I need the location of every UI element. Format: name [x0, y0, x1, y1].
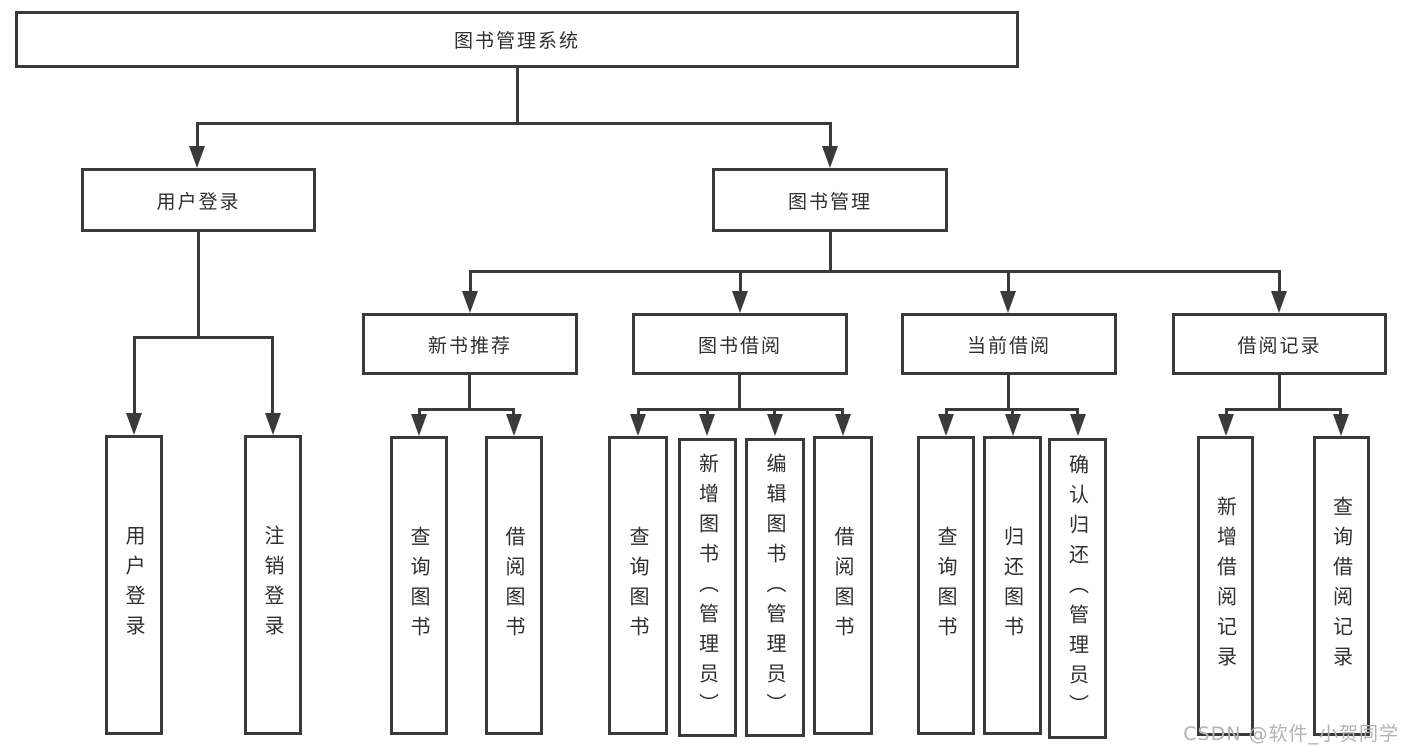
leaf-user-login: 用户登录	[105, 435, 163, 735]
leaf-return-books-label: 归还图书	[1000, 525, 1025, 646]
node-root: 图书管理系统	[15, 11, 1019, 68]
node-user-login: 用户登录	[81, 168, 316, 232]
leaf-borrow-books: 借阅图书	[813, 436, 873, 735]
node-book-management: 图书管理	[712, 168, 948, 232]
node-new-book-recommend-label: 新书推荐	[427, 334, 512, 357]
node-root-label: 图书管理系统	[453, 30, 580, 52]
leaf-add-borrow-record-label: 新增借阅记录	[1213, 496, 1238, 676]
leaf-query-borrow-record-label: 查询借阅记录	[1329, 496, 1354, 676]
connector-user-login-bar	[133, 336, 274, 339]
arrow-down-icon	[835, 414, 851, 436]
leaf-add-books-admin: 新增图书（管理员）	[678, 438, 737, 737]
leaf-user-login-label: 用户登录	[122, 525, 146, 645]
leaf-query-books-recommend-label: 查询图书	[407, 525, 431, 646]
arrow-down-icon	[462, 291, 478, 313]
leaf-query-books-current: 查询图书	[917, 436, 975, 735]
connector-records-bar	[1225, 408, 1342, 411]
leaf-logout-label: 注销登录	[261, 525, 285, 645]
leaf-edit-books-admin: 编辑图书（管理员）	[745, 438, 805, 737]
arrow-down-icon	[699, 414, 715, 436]
connector-book-mgmt-drop-2	[739, 270, 742, 295]
arrow-down-icon	[411, 414, 427, 436]
leaf-confirm-return-admin: 确认归还（管理员）	[1048, 438, 1107, 739]
connector-borrow-stem	[738, 375, 741, 408]
arrow-down-icon	[1000, 291, 1016, 313]
connector-new-book-bar	[418, 408, 515, 411]
connector-borrow-bar	[637, 408, 844, 411]
node-book-borrow: 图书借阅	[632, 313, 848, 375]
connector-user-login-stem	[197, 232, 200, 336]
arrow-down-icon	[506, 414, 522, 436]
arrow-down-icon	[265, 413, 281, 435]
node-book-management-label: 图书管理	[787, 190, 872, 213]
connector-root-bar	[196, 122, 832, 125]
arrow-down-icon	[767, 414, 783, 436]
arrow-down-icon	[126, 413, 142, 435]
connector-user-login-drop-1	[133, 336, 136, 417]
leaf-query-borrow-record: 查询借阅记录	[1313, 436, 1370, 736]
leaf-query-books-current-label: 查询图书	[934, 525, 958, 646]
leaf-query-books-borrow: 查询图书	[608, 436, 668, 735]
leaf-borrow-books-recommend: 借阅图书	[485, 436, 543, 735]
connector-borrow-drop-2	[706, 408, 709, 416]
connector-root-stem	[516, 68, 519, 122]
connector-borrow-drop-3	[773, 408, 776, 416]
leaf-add-books-admin-label: 新增图书（管理员）	[695, 452, 720, 723]
connector-current-stem	[1007, 375, 1010, 408]
leaf-query-books-borrow-label: 查询图书	[626, 525, 650, 646]
connector-current-drop-1	[945, 408, 948, 416]
connector-current-drop-2	[1011, 408, 1014, 416]
node-borrow-records: 借阅记录	[1172, 313, 1387, 375]
leaf-borrow-books-label: 借阅图书	[831, 525, 855, 646]
arrow-down-icon	[630, 414, 646, 436]
leaf-query-books-recommend: 查询图书	[390, 436, 448, 735]
connector-records-stem	[1278, 375, 1281, 408]
connector-book-mgmt-bar	[469, 270, 1281, 273]
connector-new-book-drop-1	[418, 408, 421, 416]
leaf-borrow-books-recommend-label: 借阅图书	[502, 525, 526, 646]
connector-borrow-drop-1	[637, 408, 640, 416]
arrow-down-icon	[1005, 414, 1021, 436]
leaf-add-borrow-record: 新增借阅记录	[1197, 436, 1254, 736]
connector-new-book-drop-2	[512, 408, 515, 416]
connector-records-drop-1	[1225, 408, 1228, 416]
connector-book-mgmt-drop-1	[469, 270, 472, 295]
node-book-borrow-label: 图书借阅	[697, 334, 782, 357]
connector-new-book-stem	[468, 375, 471, 408]
arrow-down-icon	[1271, 291, 1287, 313]
connector-borrow-drop-4	[841, 408, 844, 416]
arrow-down-icon	[822, 146, 838, 168]
connector-book-mgmt-drop-4	[1278, 270, 1281, 295]
connector-book-mgmt-stem	[829, 232, 832, 270]
leaf-edit-books-admin-label: 编辑图书（管理员）	[763, 452, 787, 723]
arrow-down-icon	[732, 291, 748, 313]
node-borrow-records-label: 借阅记录	[1237, 334, 1322, 357]
arrow-down-icon	[938, 414, 954, 436]
arrow-down-icon	[1218, 414, 1234, 436]
arrow-down-icon	[1333, 414, 1349, 436]
connector-book-mgmt-drop-3	[1007, 270, 1010, 295]
node-current-borrow-label: 当前借阅	[966, 334, 1051, 357]
connector-user-login-drop-2	[271, 336, 274, 417]
connector-root-drop-right	[829, 122, 832, 150]
node-user-login-label: 用户登录	[156, 190, 241, 213]
arrow-down-icon	[1070, 414, 1086, 436]
node-current-borrow: 当前借阅	[901, 313, 1117, 375]
connector-current-drop-3	[1076, 408, 1079, 416]
node-new-book-recommend: 新书推荐	[362, 313, 578, 375]
connector-root-drop-left	[196, 122, 199, 150]
arrow-down-icon	[189, 146, 205, 168]
leaf-confirm-return-admin-label: 确认归还（管理员）	[1065, 453, 1090, 724]
leaf-return-books: 归还图书	[983, 436, 1042, 735]
leaf-logout: 注销登录	[244, 435, 302, 735]
connector-records-drop-2	[1339, 408, 1342, 416]
csdn-watermark: CSDN @软件_小贺同学	[1183, 723, 1399, 745]
